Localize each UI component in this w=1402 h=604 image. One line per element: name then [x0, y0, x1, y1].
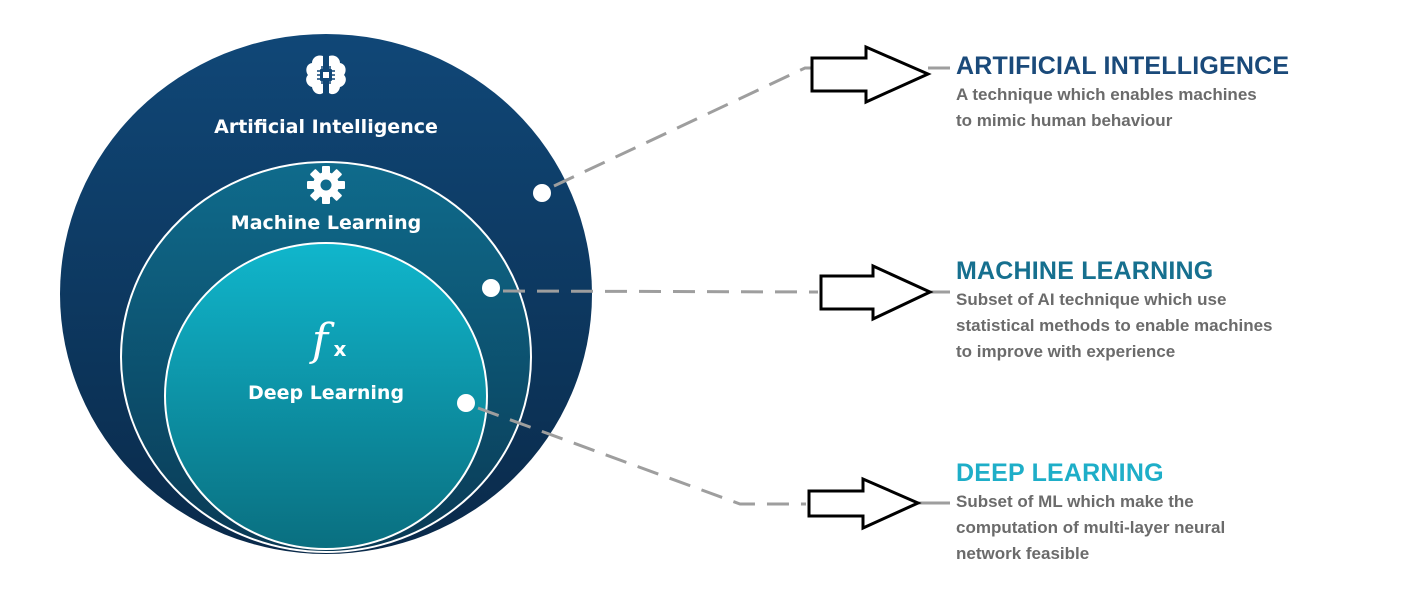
dl-panel-line-3: network feasible	[956, 544, 1090, 563]
ml-connector-dot	[482, 279, 500, 297]
ml-connector-line	[502, 289, 819, 294]
dl-panel-line-1: Subset of ML which make the	[956, 492, 1194, 511]
dl-arrow-icon	[807, 476, 922, 531]
ai-connector-dot	[533, 184, 551, 202]
dl-panel-line-2: computation of multi-layer neural	[956, 518, 1226, 537]
ai-panel-title: ARTIFICIAL INTELLIGENCE	[956, 52, 1290, 80]
svg-text:x: x	[334, 337, 347, 361]
ai-arrow-icon	[810, 44, 932, 105]
ai-connector-line	[553, 66, 811, 188]
ml-panel-line-2: statistical methods to enable machines	[956, 316, 1273, 335]
ai-panel-line-1: A technique which enables machines	[956, 85, 1257, 104]
dl-panel-title: DEEP LEARNING	[956, 459, 1164, 487]
ai-description-panel: ARTIFICIAL INTELLIGENCE A technique whic…	[956, 52, 1376, 134]
dl-connector-dot	[457, 394, 475, 412]
dl-description-panel: DEEP LEARNING Subset of ML which make th…	[956, 459, 1376, 567]
brain-chip-icon	[306, 55, 346, 95]
dl-connector-line	[477, 406, 806, 506]
dl-circle	[164, 242, 488, 550]
gear-icon	[307, 166, 345, 204]
ml-arrow-icon	[819, 263, 934, 322]
ml-panel-line-3: to improve with experience	[956, 342, 1176, 361]
ml-panel-line-1: Subset of AI technique which use	[956, 290, 1227, 309]
ml-circle-label: Machine Learning	[231, 212, 421, 234]
dl-circle-label: Deep Learning	[248, 382, 404, 404]
ai-panel-line-2: to mimic human behaviour	[956, 111, 1173, 130]
ml-description-panel: MACHINE LEARNING Subset of AI technique …	[956, 257, 1376, 365]
ml-panel-title: MACHINE LEARNING	[956, 257, 1214, 285]
ai-circle-label: Artificial Intelligence	[214, 116, 438, 138]
